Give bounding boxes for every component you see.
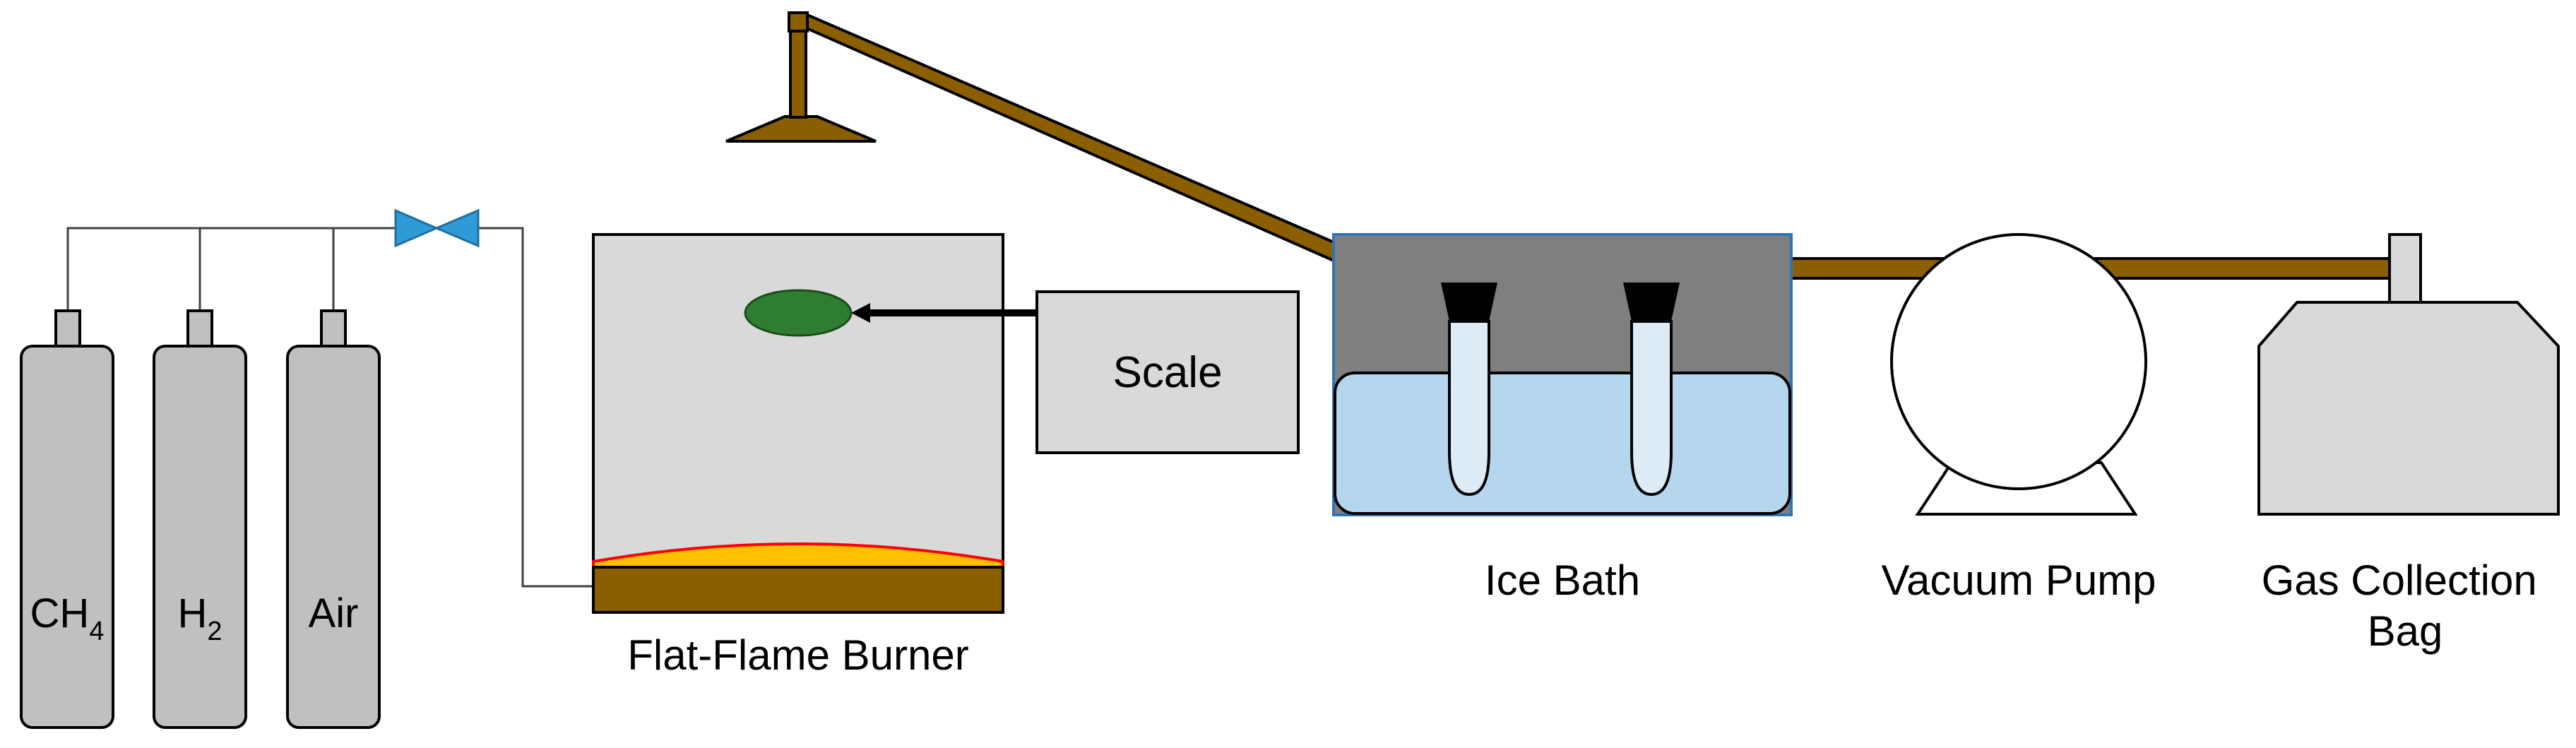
cylinder-label: Air — [309, 590, 359, 636]
gas-supply-lines — [66, 227, 593, 588]
gas-valve-icon[interactable] — [394, 208, 480, 248]
scale-arrow — [851, 303, 1038, 323]
vacuum-pump: Vacuum Pump — [1881, 233, 2156, 604]
cylinder-label: H2 — [177, 590, 222, 646]
ice-bath: Ice Bath — [1332, 233, 1793, 604]
cylinder-label: CH4 — [30, 590, 105, 646]
sample-particle — [744, 289, 853, 337]
gas-collection-bag: Gas Collection Bag — [2257, 233, 2560, 655]
impinger-tube — [1441, 283, 1497, 497]
gas-cylinder-air: Air — [286, 309, 381, 729]
ice-bath-label: Ice Bath — [1485, 557, 1640, 604]
scale: Scale — [1035, 290, 1300, 454]
vacuum-pump-label: Vacuum Pump — [1881, 557, 2156, 604]
gas-cylinder-ch4: CH4 — [20, 309, 114, 729]
sampling-hood — [725, 11, 1344, 265]
scale-label: Scale — [1112, 348, 1222, 397]
gas-bag-label: Gas Collection Bag — [2262, 557, 2549, 655]
gas-cylinder-h2: H2 — [153, 309, 247, 729]
impinger-tube — [1623, 283, 1680, 497]
flat-flame-burner: Flat-Flame Burner — [592, 233, 1004, 679]
burner-label: Flat-Flame Burner — [627, 631, 968, 679]
